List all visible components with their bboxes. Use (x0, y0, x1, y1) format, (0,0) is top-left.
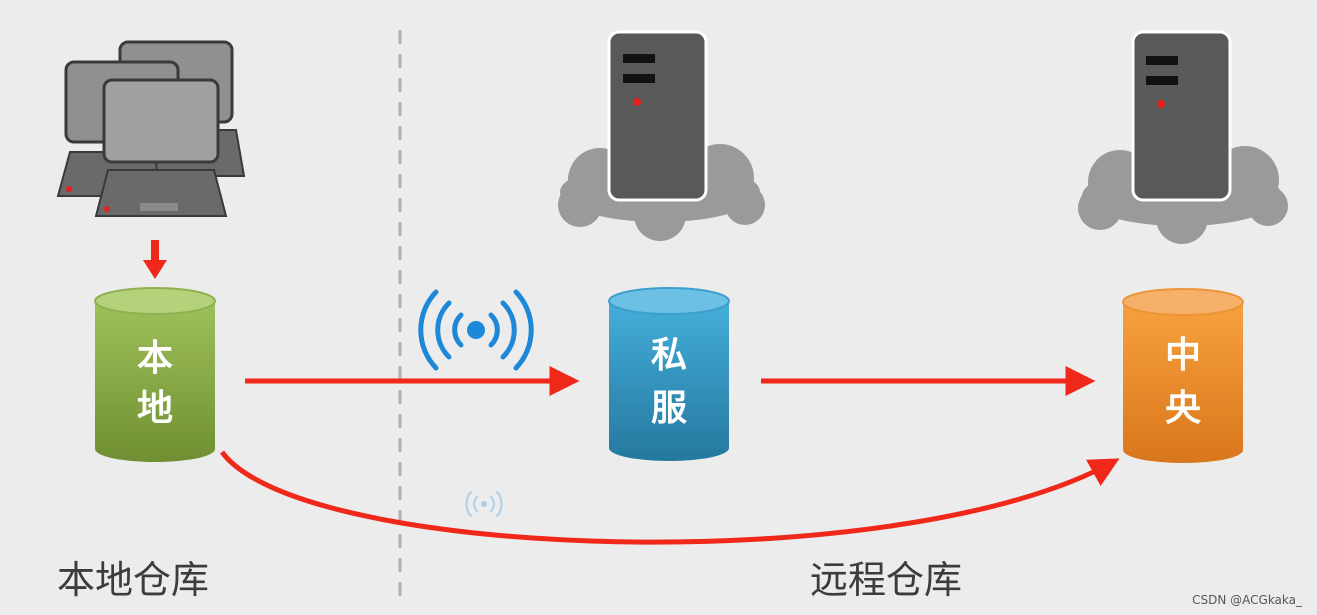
private-repository-label-2: 服 (651, 388, 687, 429)
remote-repository-section-label: 远程仓库 (810, 558, 962, 602)
wifi-signal-icon (418, 289, 534, 371)
local-repository-section-label: 本地仓库 (57, 558, 209, 602)
wifi-signal-icon (465, 491, 503, 517)
watermark-text: CSDN @ACGkaka_ (1192, 593, 1303, 607)
central-repository-label-2: 央 (1165, 388, 1202, 429)
central-repository-label-1: 中 (1165, 335, 1201, 376)
private-repository-cylinder: 私 服 (608, 287, 730, 461)
local-repository-label-1: 本 (137, 338, 173, 379)
download-arrow (143, 240, 167, 279)
computer-cluster-icon (56, 40, 246, 217)
local-repository-label-2: 地 (137, 388, 173, 429)
private-repository-label-1: 私 (651, 335, 687, 376)
arrow-local-to-central (219, 450, 1120, 545)
central-repository-cylinder: 中 央 (1122, 288, 1244, 463)
server-icon (1131, 30, 1232, 202)
server-icon (607, 30, 708, 202)
private-server-group (558, 30, 765, 241)
local-repository-cylinder: 本 地 (94, 287, 216, 462)
central-server-group (1078, 30, 1288, 244)
